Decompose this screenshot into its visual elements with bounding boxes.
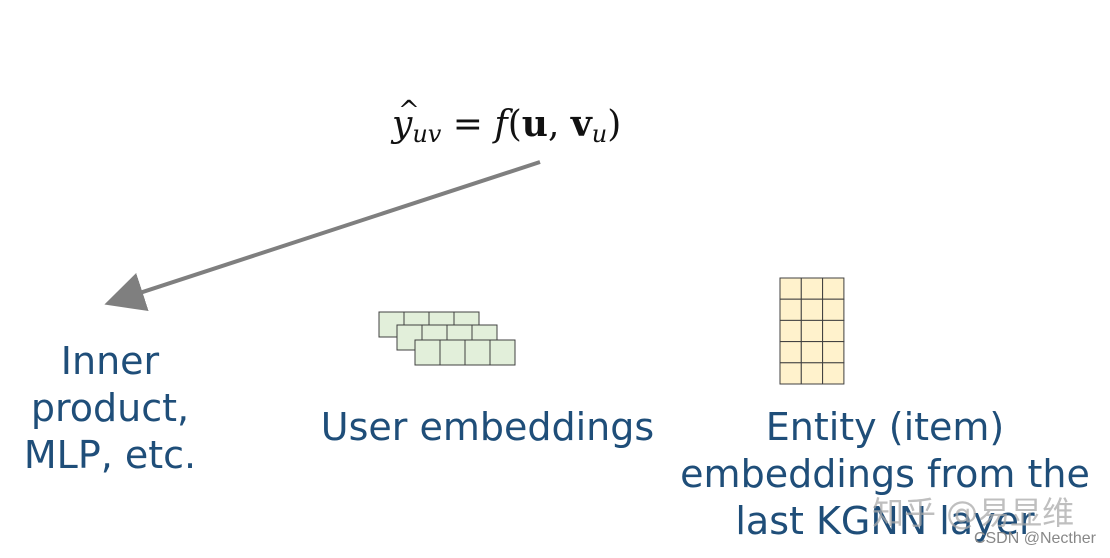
formula-equals: = [441, 104, 495, 145]
formula-u: u [521, 103, 548, 145]
formula-open-paren: ( [507, 104, 522, 145]
watermark-text: 知乎 @易显维 [872, 494, 1075, 532]
inner-product-label: Inner product, MLP, etc. [10, 338, 210, 479]
matrix-grid-icon [779, 277, 845, 385]
formula-comma: , [547, 104, 571, 145]
entity-embeddings-line-1: Entity (item) [765, 405, 1005, 449]
entity-embedding-cell [779, 319, 802, 343]
entity-embedding-cell [800, 319, 824, 343]
credit-text: CSDN @Necther [973, 530, 1096, 547]
entity-embeddings-line-2: embeddings from the [680, 452, 1090, 496]
user-embedding-cell [439, 339, 466, 366]
entity-embeddings-label: Entity (item) embeddings from the last K… [670, 404, 1100, 545]
user-embedding-cell [414, 339, 441, 366]
entity-embeddings-line-3: last KGNN layer [735, 499, 1035, 543]
entity-embedding-cell [779, 298, 802, 321]
layered-embedding-grid-icon [378, 311, 516, 366]
inner-product-line-2: product, [30, 386, 190, 430]
formula-close-paren: ) [607, 104, 622, 145]
entity-embedding-cell [800, 341, 824, 364]
prediction-formula: ^yuv = f(u, vu) [392, 96, 692, 152]
formula-y: y [392, 104, 413, 145]
entity-embedding-cell [822, 277, 845, 300]
inner-product-line-1: Inner [60, 339, 160, 383]
formula-y-subscript: uv [412, 120, 442, 148]
pointer-arrow [104, 160, 541, 312]
entity-embedding-cell [822, 319, 845, 343]
user-embeddings-label: User embeddings [315, 404, 660, 451]
formula-function: f [494, 104, 508, 145]
entity-embedding-cell [779, 362, 802, 385]
entity-embedding-cell [779, 277, 802, 300]
user-embedding-cell [464, 339, 491, 366]
inner-product-line-3: MLP, etc. [23, 433, 197, 477]
entity-embedding-cell [822, 298, 845, 321]
formula-hat: ^ [398, 96, 420, 126]
entity-embedding-cell [822, 341, 845, 364]
entity-embedding-cell [800, 277, 824, 300]
entity-embedding-cell [779, 341, 802, 364]
user-embeddings-text: User embeddings [320, 405, 655, 449]
user-embedding-cell [489, 339, 516, 366]
formula-y-hat: ^y [392, 96, 420, 153]
entity-embedding-cell [800, 298, 824, 321]
formula-v-subscript: u [591, 120, 608, 148]
entity-embedding-cell [800, 362, 824, 385]
formula-v: v [570, 103, 592, 145]
entity-embedding-cell [822, 362, 845, 385]
